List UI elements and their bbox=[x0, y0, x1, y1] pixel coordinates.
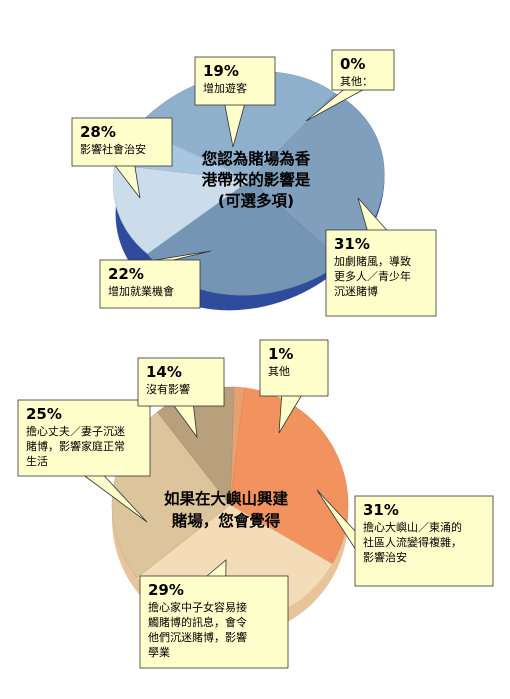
callout-percent-label: 31% bbox=[363, 501, 399, 519]
callout-box bbox=[354, 495, 494, 587]
callout-description-line: 影響治安 bbox=[363, 550, 407, 564]
callout-description-line: 觸賭博的訊息，會令 bbox=[148, 615, 247, 629]
callout-description: 加劇賭風，導致更多人／青少年沉迷賭博 bbox=[334, 254, 411, 298]
callout-description-line: 其他： bbox=[340, 75, 373, 88]
callout-box bbox=[331, 49, 395, 91]
pie-center-title: 您認為賭場為香港帶來的影響是 (可選多項) bbox=[202, 149, 311, 210]
callout-percent-label: 14% bbox=[146, 363, 182, 381]
callout-percent-label: 19% bbox=[203, 62, 239, 80]
callout-description: 其他 bbox=[268, 365, 290, 378]
callout-description: 增加就業機會 bbox=[108, 284, 174, 298]
callout-percent-label: 0% bbox=[340, 55, 365, 73]
callout-description-line: 更多人／青少年 bbox=[334, 269, 411, 283]
pie-center-title-line: 如果在大嶼山興建 bbox=[164, 489, 289, 508]
callout-description-line: 他們沉迷賭博，影響 bbox=[148, 630, 247, 644]
callout-box bbox=[194, 56, 276, 106]
callout-description-line: 學業 bbox=[148, 646, 170, 659]
callout-percent-label: 22% bbox=[108, 265, 144, 283]
callout-box bbox=[137, 357, 225, 407]
callout-1-3: 22%增加就業機會 bbox=[99, 250, 212, 309]
pie-center-title-line: 您認為賭場為香 bbox=[202, 149, 311, 168]
callout-description: 其他： bbox=[340, 75, 373, 88]
callout-2-2: 29%擔心家中子女容易接觸賭博的訊息，會令他們沉迷賭博，影響學業 bbox=[139, 559, 289, 669]
callout-description-line: 擔心大嶼山／東涌的 bbox=[363, 520, 462, 534]
callout-description: 增加遊客 bbox=[203, 81, 247, 95]
callout-2-1: 31%擔心大嶼山／東涌的社區人流變得複雜，影響治安 bbox=[316, 489, 494, 587]
callout-description-line: 影響社會治安 bbox=[80, 142, 146, 156]
chart-2-lantau-casino-opinion: 如果在大嶼山興建賭場，您會覺得 1% 其他 31%擔心大嶼山／東涌的社區人流變得複雜，… bbox=[17, 339, 494, 669]
callout-description: 影響社會治安 bbox=[80, 142, 146, 156]
callout-percent-label: 31% bbox=[334, 235, 370, 253]
callout-box bbox=[325, 229, 437, 317]
callout-2-0: 1% 其他 bbox=[259, 339, 329, 434]
callout-description-line: 加劇賭風，導致 bbox=[334, 254, 411, 268]
callout-description-line: 生活 bbox=[26, 454, 48, 468]
callout-description-line: 擔心丈夫／妻子沉迷 bbox=[26, 424, 125, 438]
callout-description-line: 沒有影響 bbox=[146, 382, 190, 396]
pie-center-title-line: (可選多項) bbox=[218, 191, 294, 210]
callout-description-line: 增加遊客 bbox=[203, 81, 247, 95]
callout-1-1: 0% 其他： bbox=[305, 49, 395, 122]
callout-description-line: 賭博，影響家庭正常 bbox=[26, 439, 125, 453]
callout-percent-label: 25% bbox=[26, 405, 62, 423]
callout-description-line: 擔心家中子女容易接 bbox=[148, 600, 247, 614]
callout-box bbox=[259, 339, 329, 397]
callout-box bbox=[17, 399, 151, 477]
callout-1-2: 31%加劇賭風，導致更多人／青少年沉迷賭博 bbox=[325, 197, 437, 317]
callout-box bbox=[71, 117, 173, 167]
callout-percent-label: 1% bbox=[268, 345, 293, 363]
callout-2-3: 25%擔心丈夫／妻子沉迷賭博，影響家庭正常生活 bbox=[17, 399, 151, 523]
callout-description: 沒有影響 bbox=[146, 382, 190, 396]
pie-center-title: 如果在大嶼山興建賭場，您會覺得 bbox=[164, 489, 289, 530]
callout-box bbox=[99, 259, 201, 309]
callout-description: 擔心丈夫／妻子沉迷賭博，影響家庭正常生活 bbox=[26, 424, 125, 468]
callout-2-4: 14%沒有影響 bbox=[137, 357, 225, 439]
callout-description: 擔心家中子女容易接觸賭博的訊息，會令他們沉迷賭博，影響學業 bbox=[148, 600, 247, 659]
callout-1-0: 19%增加遊客 bbox=[194, 56, 276, 148]
callout-description-line: 增加就業機會 bbox=[108, 284, 174, 298]
callout-percent-label: 28% bbox=[80, 123, 116, 141]
callout-1-4: 28%影響社會治安 bbox=[71, 117, 173, 199]
chart-1-impact-on-hong-kong: 您認為賭場為香港帶來的影響是 (可選多項) 19%增加遊客 0% 其他： 31%加劇賭風，… bbox=[71, 49, 437, 317]
callout-description-line: 社區人流變得複雜， bbox=[363, 535, 462, 549]
callout-description-line: 沉迷賭博 bbox=[334, 284, 378, 298]
callout-box bbox=[139, 575, 289, 669]
callout-percent-label: 29% bbox=[148, 581, 184, 599]
callout-description: 擔心大嶼山／東涌的社區人流變得複雜，影響治安 bbox=[363, 520, 462, 564]
pie-center-title-line: 賭場，您會覺得 bbox=[172, 511, 281, 530]
pie-center-title-line: 港帶來的影響是 bbox=[202, 170, 311, 189]
callout-description-line: 其他 bbox=[268, 365, 290, 378]
